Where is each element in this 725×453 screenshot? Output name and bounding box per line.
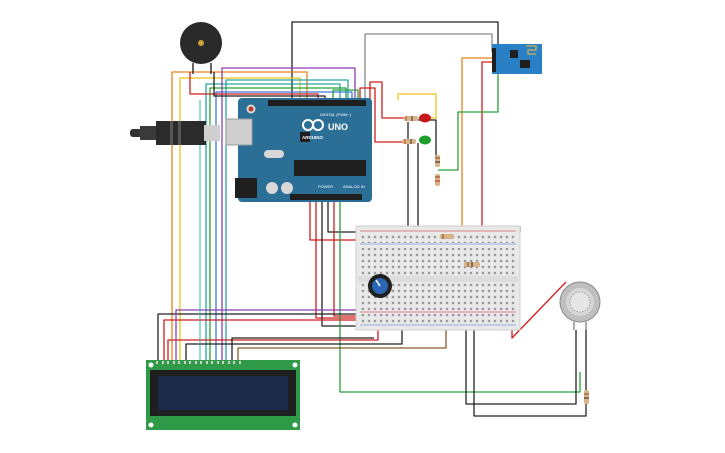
wire-purple-lcd — [221, 67, 356, 360]
wire-purple-lcd2 — [175, 309, 360, 360]
arduino-logo-icon — [302, 119, 324, 131]
wire-orange-esp — [461, 57, 496, 268]
wire-blue-lcd — [215, 91, 353, 360]
buzzer[interactable] — [180, 22, 222, 74]
wire-red-5v-b — [315, 200, 358, 319]
wire-black-sensor2 — [473, 320, 587, 417]
resistor — [435, 174, 440, 186]
lcd-16x2[interactable] — [146, 360, 300, 430]
wire-green-a0 — [339, 200, 581, 393]
lcd-screen — [158, 376, 288, 410]
wire-red-buzzer — [189, 72, 319, 100]
arduino-analog-label: ANALOG IN — [343, 184, 365, 189]
gas-sensor[interactable] — [559, 281, 601, 330]
wire-gray-esp — [364, 33, 493, 100]
arduino-power-label: POWER — [318, 184, 333, 189]
wire-red-lcd2 — [167, 322, 379, 360]
lcd-header-pins — [156, 361, 241, 364]
wire-green-header — [332, 89, 359, 100]
arduino-digital-label: DIGITAL (PWM~) — [320, 112, 352, 117]
wire-yellow-led — [397, 93, 437, 119]
wire-black-esp-gnd — [291, 21, 499, 100]
wire-red-led2 — [359, 87, 402, 143]
arduino-brand: ARDUINO — [302, 135, 323, 140]
wire-black-lcd2 — [185, 320, 403, 360]
wire-red-lcd1 — [163, 319, 390, 360]
resistor — [464, 262, 480, 267]
wire-green-esp — [438, 66, 499, 171]
wires — [157, 21, 587, 417]
wire-black-buzzer — [213, 72, 326, 100]
green-led[interactable] — [402, 135, 431, 145]
wire-black-lcd3 — [231, 337, 374, 360]
wire-green-lcd — [209, 87, 347, 360]
arduino-uno[interactable]: ARDUINO UNO DIGITAL (PWM~) POWER ANALOG … — [225, 98, 372, 202]
potentiometer[interactable] — [368, 274, 392, 298]
wire-orange-lcd — [171, 71, 308, 360]
resistor — [440, 234, 454, 239]
wire-black-sensor1 — [465, 320, 577, 405]
red-led[interactable] — [404, 113, 431, 123]
usb-cable — [130, 121, 220, 145]
esp8266-module[interactable] — [492, 44, 542, 74]
wire-yellow-lcd — [179, 77, 301, 360]
arduino-model: UNO — [328, 122, 348, 132]
resistor — [584, 390, 589, 404]
wire-black-gnd — [321, 200, 364, 327]
resistor — [435, 155, 440, 167]
